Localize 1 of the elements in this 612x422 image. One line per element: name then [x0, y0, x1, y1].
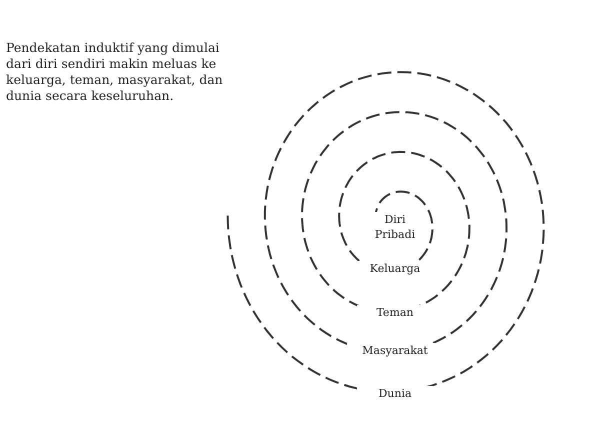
description-text: Pendekatan induktif yang dimulai dari diri sendiri makin meluas ke keluarga, teman, masyarakat, dan dunia secara keseluruhan. — [6, 40, 224, 104]
